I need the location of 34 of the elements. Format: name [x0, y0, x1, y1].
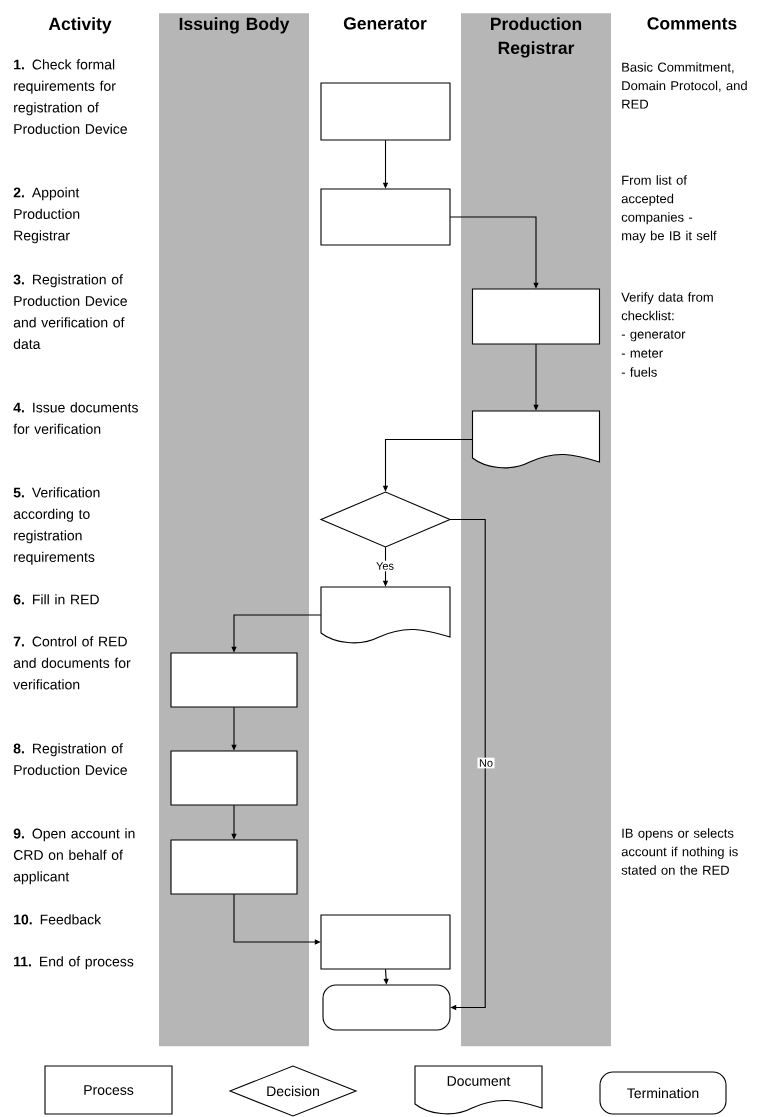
process-box — [471, 288, 601, 345]
step-description: 6. Fill in RED — [13, 594, 99, 605]
document-shape — [320, 586, 451, 644]
terminator-shape — [322, 984, 451, 1031]
step-description: 3. Registration of Production Device and verification of data — [13, 274, 127, 349]
step-description: 7. Control of RED and documents for verification — [13, 636, 131, 690]
edge-label: No — [477, 757, 495, 769]
process-box — [170, 750, 298, 806]
process-box — [320, 188, 451, 246]
process-box — [170, 652, 298, 708]
process-box — [170, 839, 298, 895]
comment-text: - fuels — [621, 367, 657, 377]
process-box — [320, 914, 451, 970]
column-header: Generator — [343, 17, 427, 30]
comment-text: - meter — [621, 349, 663, 358]
step-description: 8. Registration of Production Device — [13, 743, 127, 775]
step-description: 2. Appoint Production Registrar — [13, 187, 80, 244]
step-description: 10. Feedback — [14, 914, 102, 925]
comment-text: IB opens or selects account if nothing is stated on the RED — [621, 828, 738, 875]
arrow — [449, 518, 486, 1011]
comment-text: Basic Commitment, Domain Protocol, and RED — [622, 62, 747, 109]
step-description: 4. Issue documents for verification — [13, 402, 138, 434]
step-description: 5. Verification according to registration requirements — [13, 487, 100, 565]
process-box — [320, 82, 451, 141]
column-header: Comments — [647, 17, 737, 30]
column-header: Activity — [48, 17, 112, 34]
step-description: 11. End of process — [14, 956, 134, 970]
comment-text: - generator — [621, 330, 686, 342]
step-description: 1. Check formal requirements for registration of Production Device — [14, 59, 127, 134]
comment-text: From list of accepted companies - may be IB it self — [621, 175, 717, 243]
edge-label: Yes — [374, 560, 396, 572]
comment-text: Verify data from checklist: — [621, 292, 713, 321]
step-description: 9. Open account in CRD on behalf of applicant — [13, 828, 135, 885]
process-box: Process — [44, 1065, 173, 1115]
